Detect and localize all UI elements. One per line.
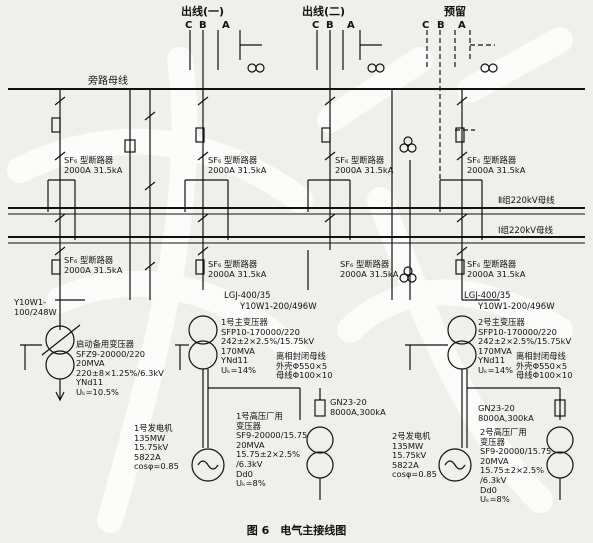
main-transformer-1-bottom — [188, 340, 218, 370]
phase-label: C — [185, 20, 193, 31]
arrester-label: Y10W1-200/496W — [240, 302, 317, 312]
generator-2-symbol — [438, 448, 472, 482]
feeder-2-title: 出线(二) — [302, 5, 346, 18]
bus-2-label: Ⅱ组220kV母线 — [498, 196, 555, 206]
feeder-1-title: 出线(一) — [181, 5, 225, 18]
bay-standby — [47, 89, 85, 330]
bay-feeder-1 — [184, 30, 262, 290]
arrester-label: Y10W1-100/248W — [14, 297, 57, 317]
generator-1-symbol — [191, 448, 225, 482]
reserve-title: 预留 — [444, 5, 466, 18]
conductor-label: LGJ-400/35 — [224, 291, 271, 301]
bus-1-label: Ⅰ组220kV母线 — [498, 226, 553, 236]
disconnectors — [54, 96, 468, 271]
phase-label: A — [347, 20, 355, 31]
phase-label: C — [422, 20, 430, 31]
bay-reserve — [426, 30, 495, 180]
phase-label: B — [326, 20, 334, 31]
bay-unit-2 — [439, 89, 500, 301]
phase-label: A — [458, 20, 466, 31]
station-transformer-1-top — [306, 426, 334, 454]
conductor-label: LGJ-400/35 — [464, 291, 511, 301]
station-transformer-1-bottom — [306, 451, 334, 479]
phase-label: A — [222, 20, 230, 31]
standby-transformer-bottom — [45, 350, 75, 380]
main-transformer-1-top — [188, 315, 218, 345]
main-transformer-2-top — [447, 315, 477, 345]
station-transformer-2-top — [546, 426, 574, 454]
phase-label: B — [437, 20, 445, 31]
phase-label: B — [199, 20, 207, 31]
arrester-label: Y10W1-200/496W — [478, 302, 555, 312]
bypass-bus-label: 旁路母线 — [88, 76, 128, 87]
standby-transformer-top — [45, 325, 75, 355]
bay-feeder-2 — [307, 30, 382, 290]
main-transformer-2-bottom — [447, 340, 477, 370]
phase-label: C — [312, 20, 320, 31]
figure-caption: 图 6 电气主接线图 — [246, 524, 347, 537]
